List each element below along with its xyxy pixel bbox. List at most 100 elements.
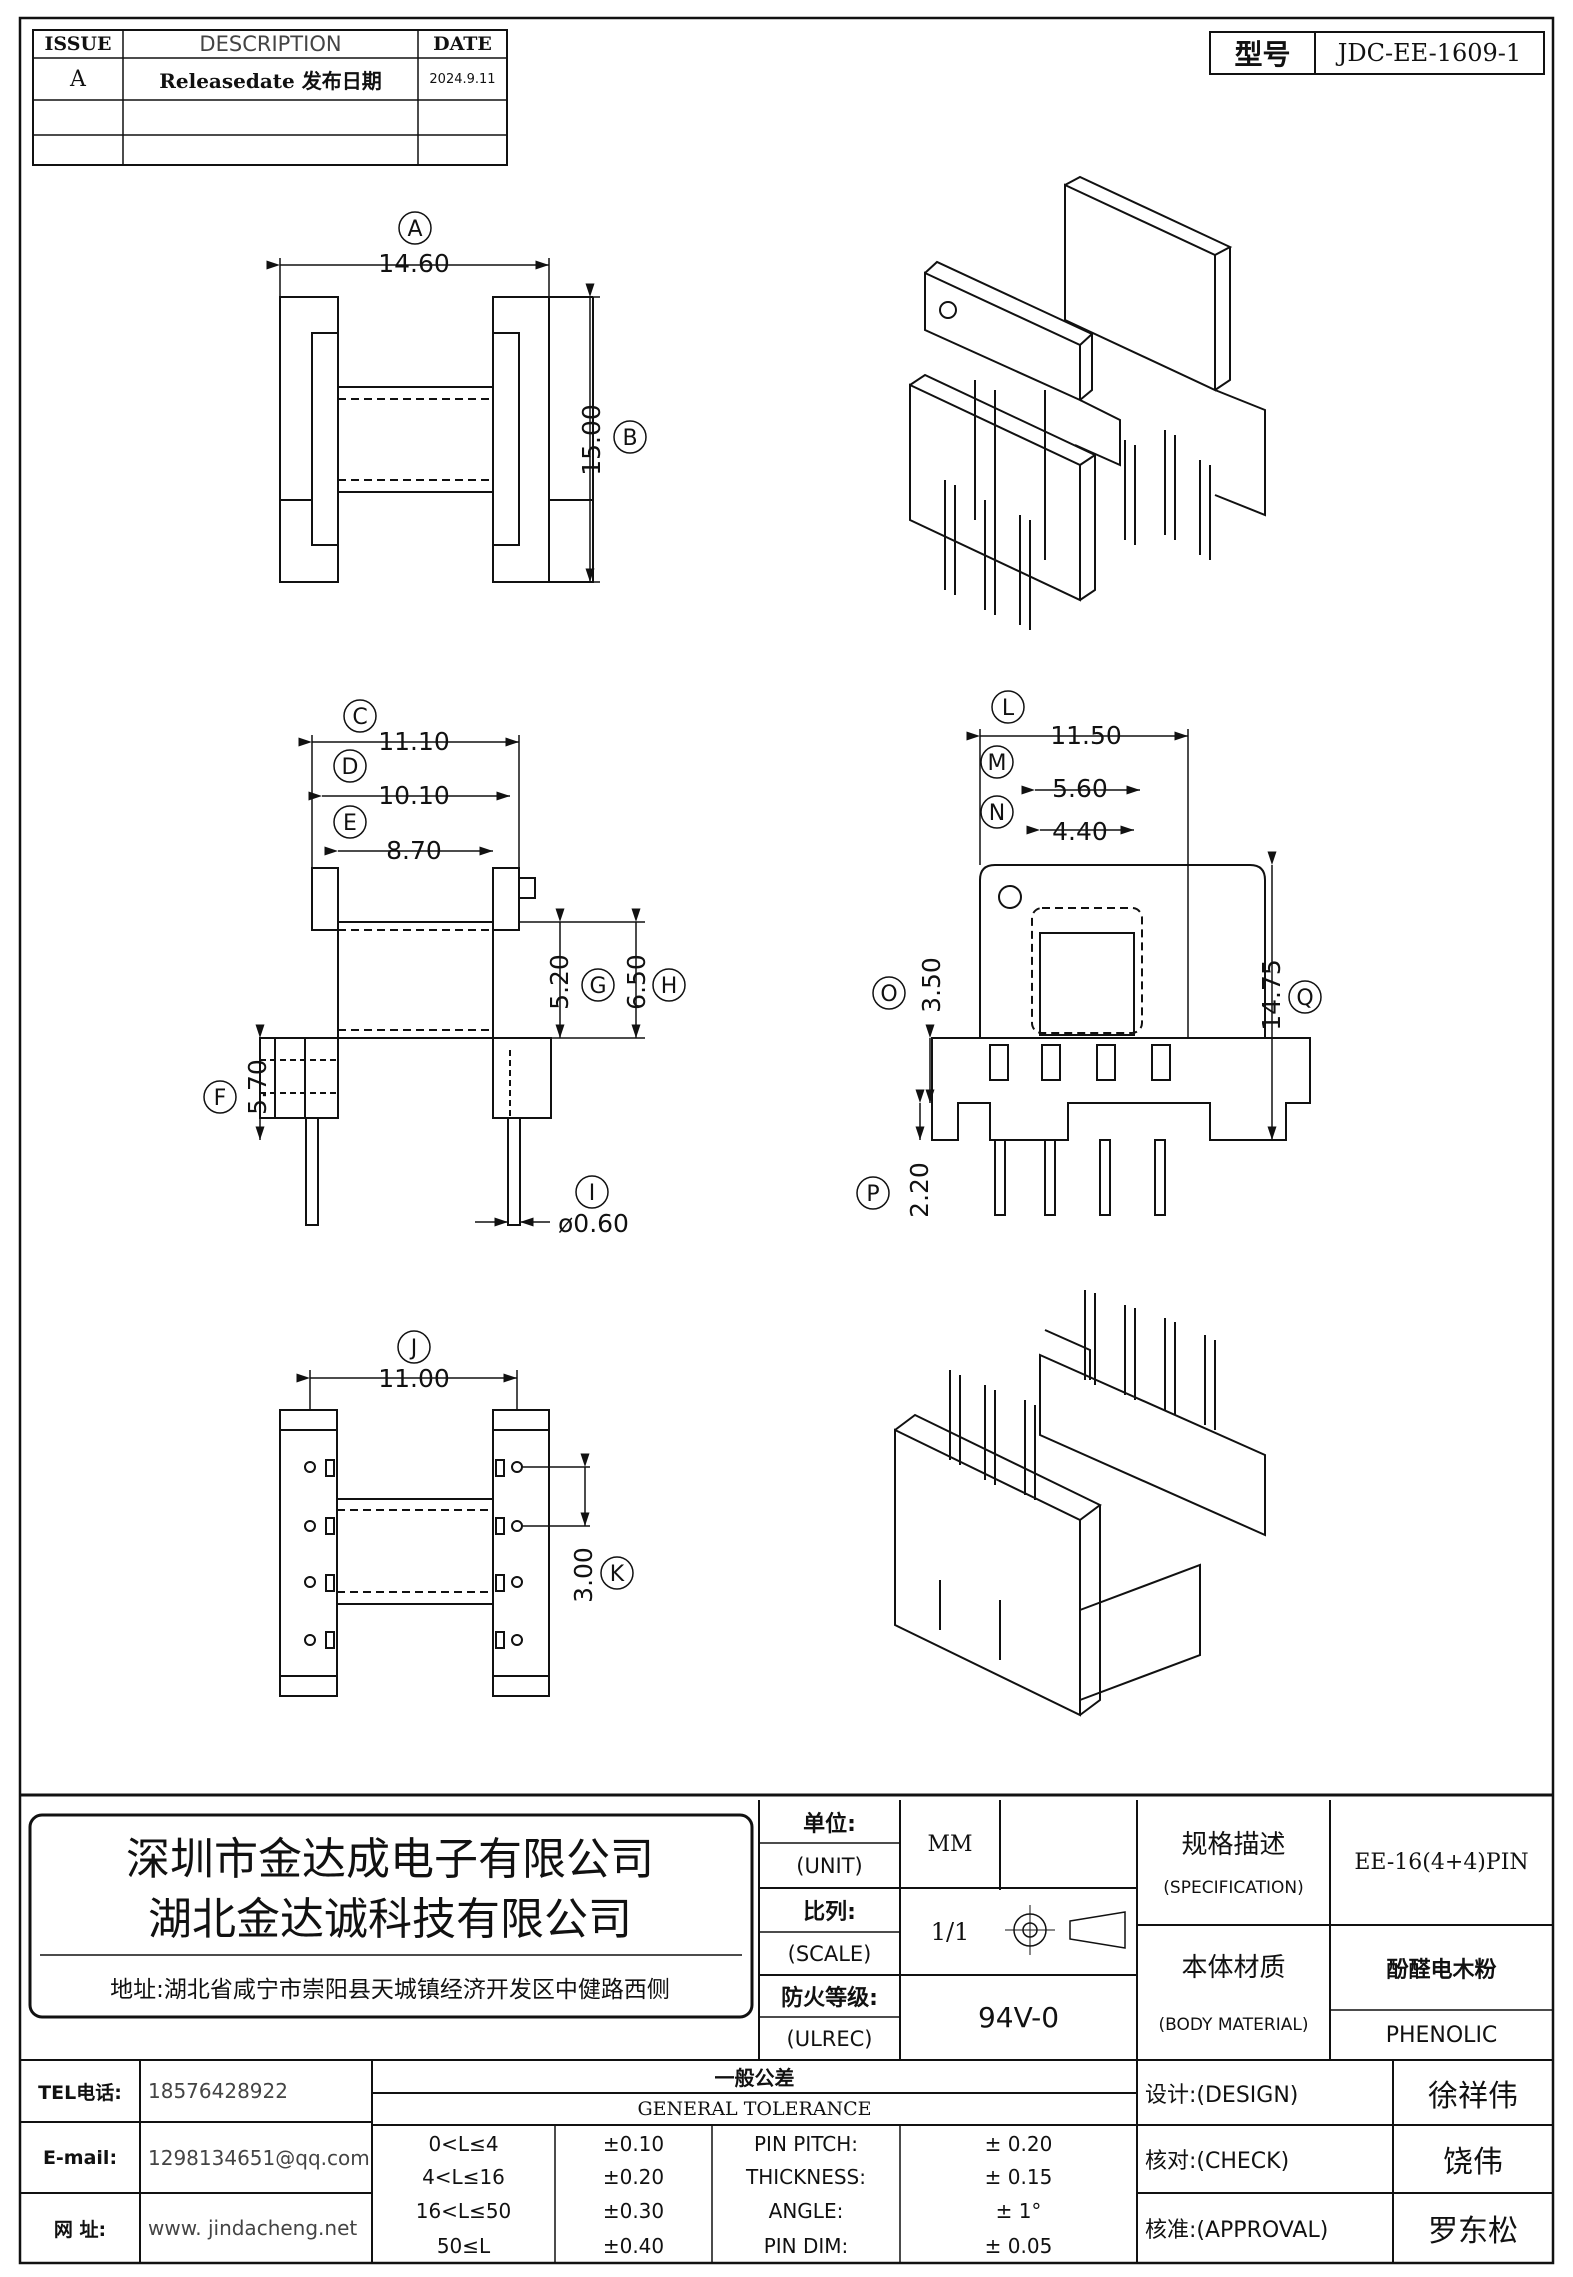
callout-k: K	[610, 1562, 625, 1587]
spec-label-en: (SPECIFICATION)	[1163, 1878, 1304, 1898]
spec-label: 规格描述	[1181, 1830, 1286, 1860]
check-label: 核对:(CHECK)	[1145, 2149, 1290, 2174]
approval-name: 罗东松	[1428, 2214, 1518, 2249]
dim-o-value: 3.50	[917, 957, 946, 1013]
tolerance-range: 50≤L	[436, 2233, 491, 2258]
callout-m: M	[988, 751, 1007, 776]
dim-b-value: 15.00	[577, 404, 606, 476]
flame-label: 防火等级:	[781, 1986, 878, 2011]
dimension-callout-circles	[203, 211, 1322, 1590]
dim-h-value: 6.50	[622, 954, 651, 1010]
tolerance-title-en: GENERAL TOLERANCE	[637, 2098, 872, 2120]
dim-i-value: ø0.60	[558, 1209, 629, 1238]
company-name-2: 湖北金达诚科技有限公司	[148, 1894, 632, 1945]
tolerance-value: ±0.40	[602, 2233, 665, 2258]
dim-l-value: 11.50	[1050, 721, 1122, 750]
tolerance-range: 16<L≤50	[415, 2198, 512, 2223]
tolerance-value: ±0.20	[602, 2164, 665, 2189]
dim-k-value: 3.00	[569, 1547, 598, 1603]
dim-m-value: 5.60	[1052, 774, 1108, 803]
tolerance-title-cn: 一般公差	[714, 2066, 795, 2090]
tolerance-range: 0<L≤4	[428, 2131, 499, 2156]
callout-b: B	[622, 426, 637, 451]
tolerance-range: 4<L≤16	[422, 2164, 505, 2189]
tolerance-item: PIN PITCH:	[753, 2131, 859, 2156]
callout-q: Q	[1296, 986, 1313, 1011]
dim-j-value: 11.00	[378, 1364, 450, 1393]
tel-value: 18576428922	[148, 2079, 288, 2103]
rev-row-issue: A	[70, 66, 86, 92]
company-address: 地址:湖北省咸宁市崇阳县天城镇经济开发区中健路西侧	[110, 1977, 670, 2003]
check-name: 饶伟	[1443, 2145, 1503, 2180]
scale-label: 比列:	[803, 1900, 856, 1925]
callout-e: E	[343, 811, 357, 836]
dim-n-value: 4.40	[1052, 817, 1108, 846]
tolerance-item-value: ± 0.20	[984, 2131, 1053, 2156]
unit-value: MM	[927, 1831, 973, 1857]
callout-d: D	[342, 755, 359, 780]
tolerance-value: ±0.10	[602, 2131, 665, 2156]
side-view	[259, 867, 552, 1226]
material-label-en: (BODY MATERIAL)	[1158, 2015, 1309, 2035]
front-view	[931, 864, 1311, 1216]
callout-n: N	[989, 801, 1005, 826]
dim-f-value: 5.70	[243, 1059, 272, 1115]
dim-p-value: 2.20	[905, 1162, 934, 1218]
model-value: JDC-EE-1609-1	[1337, 39, 1522, 67]
callout-o: O	[880, 982, 897, 1007]
tolerance-item: THICKNESS:	[746, 2164, 866, 2189]
email-label: E-mail:	[42, 2146, 118, 2169]
spec-value: EE-16(4+4)PIN	[1354, 1850, 1529, 1875]
scale-label-en: (SCALE)	[787, 1941, 872, 1966]
callout-i: I	[589, 1181, 596, 1206]
dim-c-value: 11.10	[378, 727, 450, 756]
flame-value: 94V-0	[977, 2001, 1060, 2034]
rev-header-date: DATE	[433, 33, 492, 55]
material-value-en: PHENOLIC	[1385, 2022, 1498, 2048]
flame-label-en: (ULREC)	[786, 2026, 873, 2051]
tolerance-item-value: ± 0.15	[984, 2164, 1053, 2189]
email-value: 1298134651@qq.com	[148, 2145, 370, 2170]
dim-q-value: 14.75	[1257, 959, 1286, 1031]
tolerance-item: PIN DIM:	[763, 2233, 849, 2258]
callout-g: G	[589, 974, 606, 999]
dimension-lines	[255, 258, 1277, 1527]
dim-a-value: 14.60	[378, 249, 450, 278]
scale-value: 1/1	[930, 1917, 970, 1946]
web-label: 网 址:	[53, 2218, 107, 2241]
web-value: www. jindacheng.net	[148, 2216, 358, 2240]
unit-label-en: (UNIT)	[796, 1853, 863, 1878]
model-label: 型号	[1234, 38, 1291, 71]
callout-c: C	[352, 705, 367, 730]
tel-label: TEL电话:	[38, 2081, 122, 2104]
dim-d-value: 10.10	[378, 781, 450, 810]
dim-e-value: 8.70	[386, 836, 442, 865]
tolerance-item: ANGLE:	[768, 2198, 844, 2223]
material-value-cn: 酚醛电木粉	[1386, 1957, 1497, 1983]
approval-label: 核准:(APPROVAL)	[1145, 2218, 1329, 2243]
iso-view-bottom	[894, 1290, 1266, 1717]
tolerance-value: ±0.30	[602, 2198, 665, 2223]
dim-g-value: 5.20	[545, 954, 574, 1010]
bottom-view	[279, 1409, 550, 1697]
rev-header-description: DESCRIPTION	[199, 32, 342, 56]
material-label: 本体材质	[1181, 1952, 1286, 1983]
callout-p: P	[866, 1182, 879, 1207]
design-name: 徐祥伟	[1428, 2078, 1518, 2114]
tolerance-item-value: ± 0.05	[984, 2233, 1053, 2258]
callout-h: H	[661, 974, 678, 999]
iso-view-top	[909, 175, 1266, 630]
company-name-1: 深圳市金达成电子有限公司	[126, 1834, 654, 1885]
design-label: 设计:(DESIGN)	[1145, 2082, 1299, 2108]
callout-j: J	[409, 1336, 418, 1361]
rev-header-issue: ISSUE	[44, 33, 112, 55]
rev-row-description: Releasedate 发布日期	[159, 68, 382, 93]
callout-l: L	[1002, 696, 1015, 721]
rev-row-date: 2024.9.11	[429, 71, 496, 87]
tolerance-item-value: ± 1°	[995, 2198, 1042, 2223]
callout-a: A	[407, 217, 422, 242]
